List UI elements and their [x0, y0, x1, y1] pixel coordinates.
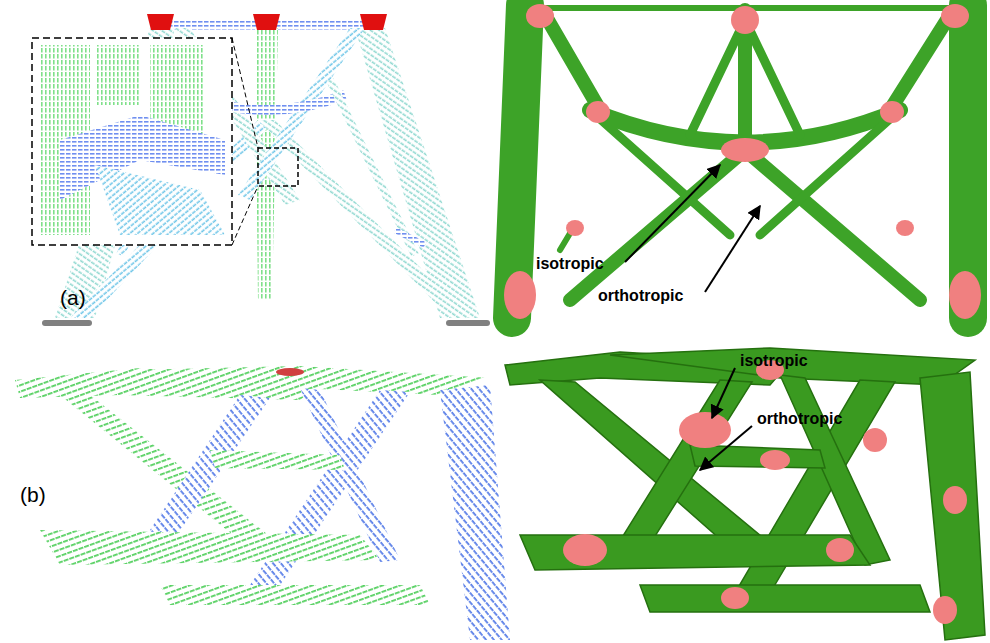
- structure-2d: [512, 5, 968, 318]
- isotropic-zones-2d: [504, 4, 981, 319]
- fiber-field-3d: [15, 366, 510, 640]
- callout-label: isotropic: [536, 256, 604, 272]
- panel-label: (b): [20, 484, 46, 505]
- fiber-field-2d: [32, 14, 490, 326]
- callout-label: isotropic: [740, 353, 808, 369]
- structure-3d: [505, 348, 985, 640]
- isotropic-zones-3d: [563, 360, 967, 624]
- panel-label: (a): [60, 287, 86, 308]
- callout-label: orthotropic: [598, 288, 683, 304]
- callout-label: orthotropic: [757, 411, 842, 427]
- leader-lines-b: [700, 368, 752, 470]
- leader-lines-a: [625, 165, 760, 292]
